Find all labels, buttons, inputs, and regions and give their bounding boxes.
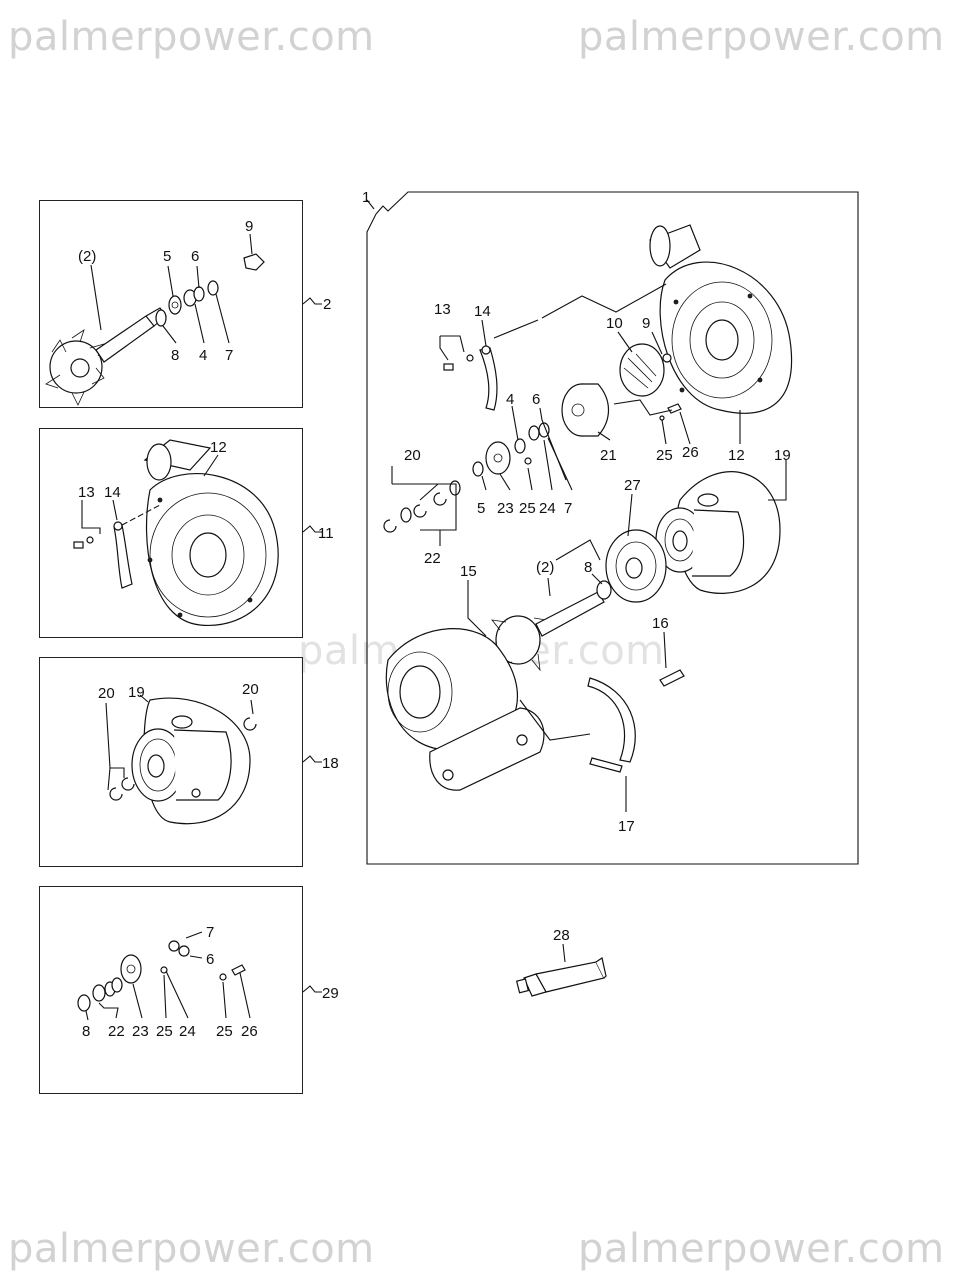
callout-13: 13 <box>434 301 451 318</box>
panel-29-artwork: 7 6 8 22 23 25 24 25 26 29 <box>77 924 339 1040</box>
callout-5: 5 <box>163 248 171 265</box>
panel-18-ref: 18 <box>322 755 339 772</box>
main-turbine-shaft-icon <box>491 580 612 672</box>
callout-17: 17 <box>618 818 635 835</box>
turbine-clamp-icon <box>587 669 685 773</box>
watermark-top-left: palmerpower.com <box>8 14 375 60</box>
callout-21: 21 <box>600 447 617 464</box>
watermark-bottom-left: palmerpower.com <box>8 1226 375 1272</box>
callout-9: 9 <box>642 315 650 332</box>
main-bearing-housing-icon <box>655 493 745 577</box>
callout-20: 20 <box>404 447 421 464</box>
panel-2-rings <box>155 253 265 327</box>
callout-25: 25 <box>156 1023 173 1040</box>
callout-19: 19 <box>128 684 145 701</box>
callout-14: 14 <box>104 484 121 501</box>
callout-10: 10 <box>606 315 623 332</box>
main-assembly-frame: 1 <box>362 189 859 865</box>
callout-26: 26 <box>682 444 699 461</box>
callout-8: 8 <box>82 1023 90 1040</box>
main-snap-rings-icon <box>383 480 461 533</box>
callout-23: 23 <box>497 500 514 517</box>
callout-6: 6 <box>532 391 540 408</box>
callout-4: 4 <box>506 391 514 408</box>
panel-11-artwork: 13 14 12 11 <box>73 439 334 626</box>
callout-9: 9 <box>245 218 253 235</box>
panel-turbine-shaft-kit <box>39 200 303 408</box>
bearing-housing-icon <box>131 715 232 802</box>
watermark-bottom-right: palmerpower.com <box>578 1226 945 1272</box>
main-clamp-plate-icon <box>443 345 498 411</box>
callout-16: 16 <box>652 615 669 632</box>
callout-15: 15 <box>460 563 477 580</box>
thrust-plate-icon <box>120 954 142 984</box>
callout-8: 8 <box>171 347 179 364</box>
callout-12: 12 <box>210 439 227 456</box>
callout-6: 6 <box>191 248 199 265</box>
callout-25-right: 25 <box>216 1023 233 1040</box>
snap-ring-icons <box>109 717 257 801</box>
callout-25-inner: 25 <box>519 500 536 517</box>
callout-24: 24 <box>179 1023 196 1040</box>
main-assembly-ref: 1 <box>362 189 370 206</box>
callout-6: 6 <box>206 951 214 968</box>
nut-9-icon <box>662 353 672 363</box>
panel-2-ref: 2 <box>323 296 331 313</box>
watermark-top-right: palmerpower.com <box>578 14 945 60</box>
callout-22: 22 <box>424 550 441 567</box>
callout-8: 8 <box>584 559 592 576</box>
callout-26: 26 <box>241 1023 258 1040</box>
panel-18-artwork: 20 19 20 18 <box>98 681 339 825</box>
panel-seal-kit <box>39 886 303 1094</box>
callout-25: 25 <box>656 447 673 464</box>
panel-29-ref: 29 <box>322 985 339 1002</box>
nut-icon <box>243 253 265 271</box>
callout-20-right: 20 <box>242 681 259 698</box>
callout-5: 5 <box>477 500 485 517</box>
panel-compressor-housing-kit <box>39 428 303 638</box>
compressor-wheel-icon <box>619 343 672 397</box>
callout-19: 19 <box>774 447 791 464</box>
panel-2-artwork: (2) 5 6 9 8 4 7 2 <box>45 218 331 406</box>
callout-7: 7 <box>225 347 233 364</box>
main-leaders <box>391 283 787 812</box>
callout-13: 13 <box>78 484 95 501</box>
callout-14: 14 <box>474 303 491 320</box>
main-thrust-bearing-icon <box>472 422 550 477</box>
main-compressor-housing-icon <box>649 224 793 414</box>
callout-22: 22 <box>108 1023 125 1040</box>
callout-turbine-2: (2) <box>78 248 96 265</box>
compressor-housing-icon <box>143 439 279 626</box>
callout-20: 20 <box>98 685 115 702</box>
panel-2-leaders <box>90 233 253 344</box>
panel-bearing-housing-kit <box>39 657 303 867</box>
clamp-plate-icon <box>73 521 133 589</box>
callout-turbine-2: (2) <box>536 559 554 576</box>
thrust-collar-icon <box>561 383 682 437</box>
callout-28: 28 <box>553 927 570 944</box>
turbine-housing-icon <box>385 628 545 791</box>
callout-24: 24 <box>539 500 556 517</box>
callout-7: 7 <box>206 924 214 941</box>
callout-23: 23 <box>132 1023 149 1040</box>
callout-7: 7 <box>564 500 572 517</box>
callout-4: 4 <box>199 347 207 364</box>
panel-11-ref: 11 <box>318 525 334 542</box>
callout-12: 12 <box>728 447 745 464</box>
callout-27: 27 <box>624 477 641 494</box>
sealant-tube-icon <box>515 943 607 997</box>
heat-shield-icon <box>605 529 667 603</box>
turbine-wheel-icon <box>45 307 167 406</box>
